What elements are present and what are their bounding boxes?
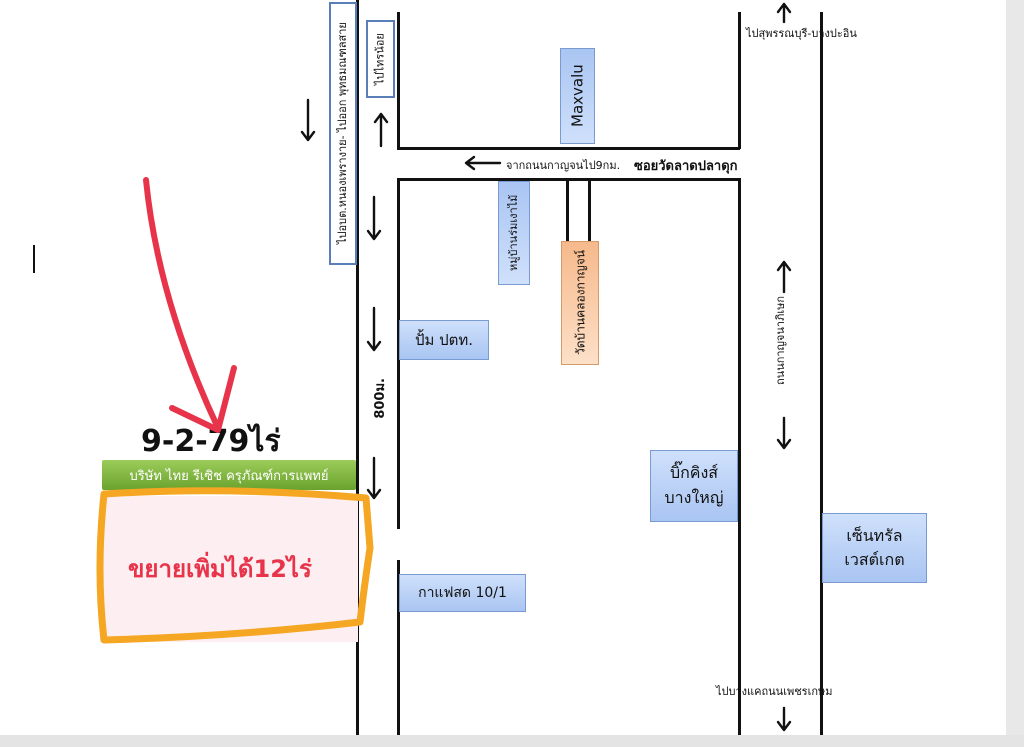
road-soi-top [397, 147, 740, 150]
wat-kanchana-box: วัดบ้านคลองกาญจน์ [561, 241, 599, 365]
left-margin-tick [33, 245, 35, 273]
central-label-line2: เวสต์เกต [844, 550, 905, 569]
road-wat-access-2 [588, 181, 591, 243]
from-kanchana-label: จากถนนกาญจนไป9กม. [506, 159, 621, 172]
road-kanchana-right [820, 12, 823, 735]
road-wat-access-1 [566, 181, 569, 243]
village-label: หมู่บ้านร่มเงาไม้ [507, 194, 520, 272]
coffee-label: กาแฟสด 10/1 [418, 585, 507, 601]
ptt-pump-label: ปั้ม ปตท. [414, 331, 474, 349]
distance-label: 800ม. [373, 378, 388, 419]
to-nonthaburi-exit-label: ไปอบต.หนองเพรางาย- ไปออก พุทธมณฑลสาย [336, 22, 349, 245]
road-inner-bottom [397, 560, 400, 735]
village-box: หมู่บ้านร่มเงาไม้ [498, 181, 530, 285]
road-inner-lower [397, 179, 400, 529]
road-soi-bottom [397, 178, 740, 181]
road-kanchana-left-upper [738, 12, 741, 149]
kanchana-road-label: ถนนกาญจนาภิเษก [774, 296, 787, 385]
bigc-box: บิ๊กคิงส์ บางใหญ่ [650, 450, 738, 522]
ptt-pump-box: ปั้ม ปตท. [399, 320, 489, 360]
road-kanchana-left-lower [738, 178, 741, 735]
to-nonthaburi-exit-box: ไปอบต.หนองเพรางาย- ไปออก พุทธมณฑลสาย [329, 2, 357, 265]
maxvalu-box: Maxvalu [560, 48, 595, 144]
plot-size-label: 9-2-79ไร่ [141, 424, 281, 459]
to-suphan-label: ไปสุพรรณบุรี-บางปะอิน [746, 27, 857, 40]
bigc-label-line2: บางใหญ่ [664, 488, 724, 507]
road-main-left [356, 0, 359, 735]
expand-label: ขยายเพิ่มได้12ไร่ [128, 555, 312, 583]
wat-kanchana-label: วัดบ้านคลองกาญจน์ [573, 250, 588, 356]
company-banner: บริษัท ไทย รีเซิช ครุภัณฑ์การแพทย์ [102, 460, 356, 490]
to-sai-noi-box: ไปไทรน้อย [366, 20, 395, 98]
soi-wat-label: ซอยวัดลาดปลาดุก [634, 159, 738, 174]
central-label-line1: เซ็นทรัล [846, 526, 903, 545]
maxvalu-label: Maxvalu [568, 64, 587, 128]
coffee-box: กาแฟสด 10/1 [399, 574, 526, 612]
bigc-label-line1: บิ๊กคิงส์ [669, 463, 719, 483]
to-sai-noi-label: ไปไทรน้อย [373, 33, 387, 85]
page-edge-right [1006, 0, 1024, 747]
road-inner-upper [397, 12, 400, 149]
central-westgate-box: เซ็นทรัล เวสต์เกต [822, 513, 927, 583]
to-bangkhae-label: ไปบางแคถนนเพชรเกษม [716, 685, 833, 698]
company-label: บริษัท ไทย รีเซิช ครุภัณฑ์การแพทย์ [129, 468, 329, 484]
page-edge-bottom [0, 735, 1024, 747]
